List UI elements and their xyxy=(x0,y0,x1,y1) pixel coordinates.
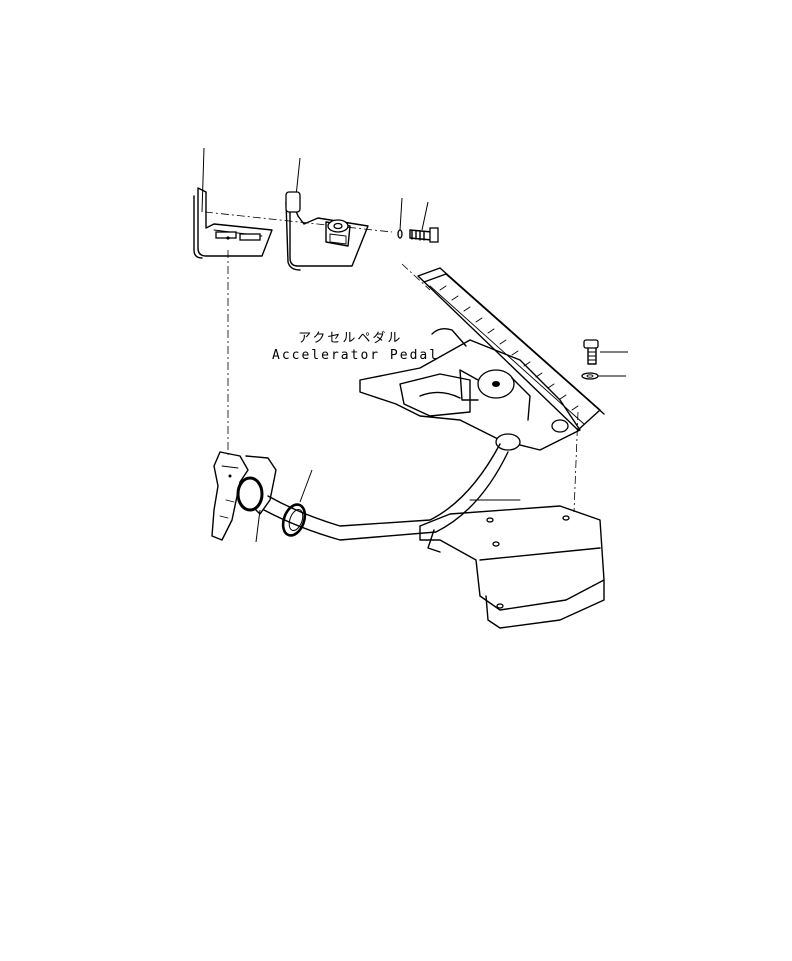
label-japanese: アクセルペダル xyxy=(298,331,402,346)
left-bracket-part xyxy=(193,187,273,259)
ring-part xyxy=(281,503,307,537)
label-english: Accelerator Pedal xyxy=(272,348,439,363)
leader-lines xyxy=(201,147,628,543)
right-bolt-part xyxy=(581,339,599,380)
middle-bracket-part xyxy=(285,191,369,271)
accelerator-pedal-body xyxy=(263,267,605,629)
upper-bolt-part xyxy=(397,227,439,243)
lower-bracket-part xyxy=(211,451,277,541)
